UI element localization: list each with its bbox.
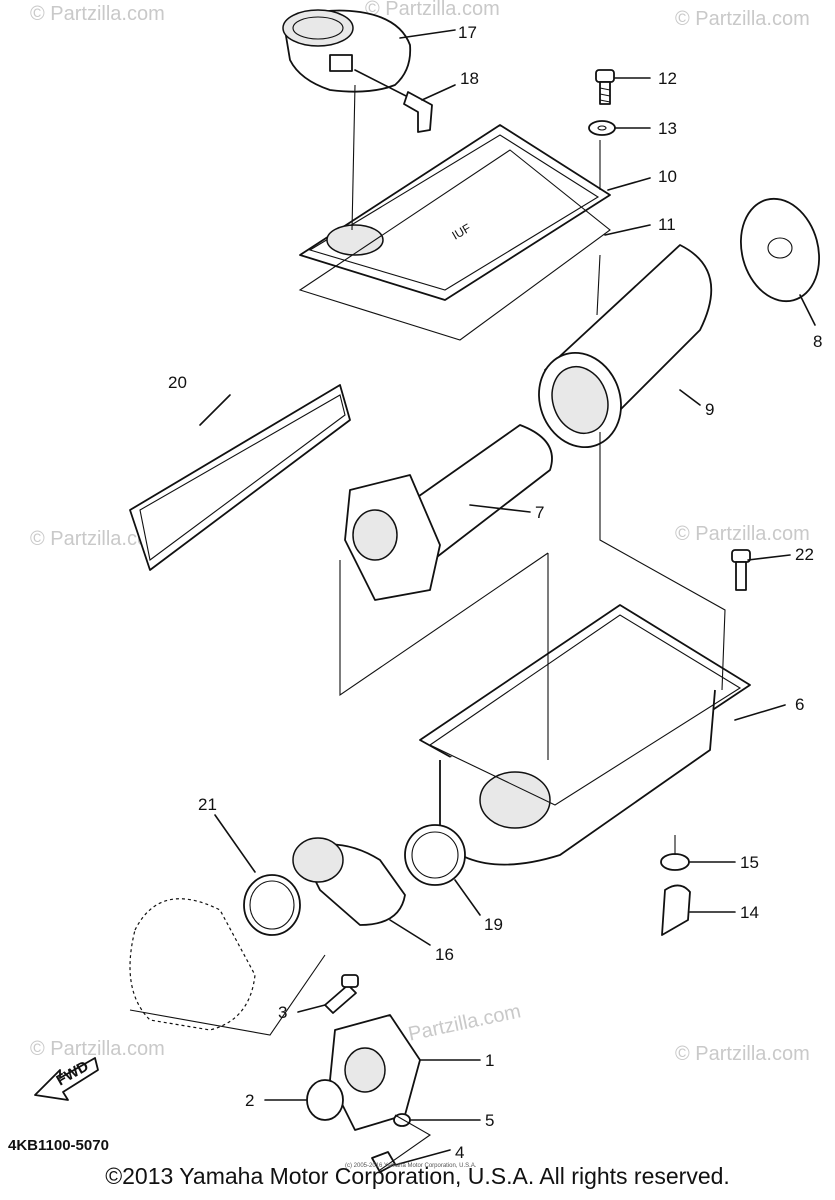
watermark-text: © Partzilla.com (30, 528, 165, 550)
part-4-nut (371, 1151, 396, 1173)
part-20-plate (129, 384, 351, 571)
part-7-intake-duct (344, 424, 553, 601)
watermark-text: © Partzilla.com (675, 8, 810, 30)
callout-5: 5 (485, 1111, 494, 1130)
callout-9: 9 (705, 400, 714, 419)
callout-12: 12 (658, 69, 677, 88)
callout-2: 2 (245, 1091, 254, 1110)
callout-7: 7 (535, 503, 544, 522)
part-6-air-box-case (419, 604, 751, 866)
small-notice: (c) 2005-2016 Yamaha Motor Corporation, … (345, 1163, 477, 1169)
callout-16: 16 (435, 945, 454, 964)
part-15-clip (660, 853, 690, 871)
part-19-clamp (404, 824, 466, 886)
watermark-text: © Partzilla.com (30, 1038, 165, 1060)
watermark-text: © Partzilla.com (675, 1043, 810, 1065)
part-10-air-box-cover: IUF (299, 124, 611, 301)
watermark-text: © Partzilla.com (675, 523, 810, 545)
leader-lines (129, 29, 816, 1171)
callout-6: 6 (795, 695, 804, 714)
carburetor-outline (129, 898, 256, 1031)
callout-21: 21 (198, 795, 217, 814)
part-18-elbow-hose (354, 69, 433, 133)
callout-22: 22 (795, 545, 814, 564)
fwd-arrow-icon: FWD (34, 1057, 99, 1101)
part-17-intake-cap (282, 9, 412, 93)
callouts: 17 18 12 13 10 11 8 9 7 20 22 6 15 14 21… (168, 23, 822, 1162)
callout-19: 19 (484, 915, 503, 934)
callout-18: 18 (460, 69, 479, 88)
callout-17: 17 (458, 23, 477, 42)
callout-15: 15 (740, 853, 759, 872)
callout-10: 10 (658, 167, 677, 186)
copyright-notice: ©2013 Yamaha Motor Corporation, U.S.A. A… (105, 1163, 730, 1189)
part-21-clamp (243, 874, 301, 936)
callout-20: 20 (168, 373, 187, 392)
callout-14: 14 (740, 903, 759, 922)
part-3-bolt (324, 974, 359, 1014)
callout-1: 1 (485, 1051, 494, 1070)
part-9-filter-element (538, 244, 713, 449)
callout-11: 11 (658, 215, 676, 234)
part-8-end-cap (740, 197, 820, 303)
callout-13: 13 (658, 119, 677, 138)
callout-3: 3 (278, 1003, 287, 1022)
part-13-washer (588, 120, 616, 136)
watermark-text: © Partzilla.com (365, 0, 500, 20)
part-2-o-ring (306, 1079, 344, 1121)
part-16-joint (292, 837, 406, 926)
part-22-bolt (731, 549, 751, 591)
callout-8: 8 (813, 332, 822, 351)
part-12-bolt (595, 69, 615, 105)
callout-4: 4 (455, 1143, 464, 1162)
part-11-gasket (298, 149, 611, 341)
part-14-drain-cap (661, 884, 691, 936)
part-code: 4KB1100-5070 (8, 1137, 109, 1154)
watermark-text: © Partzilla.com (30, 3, 165, 25)
